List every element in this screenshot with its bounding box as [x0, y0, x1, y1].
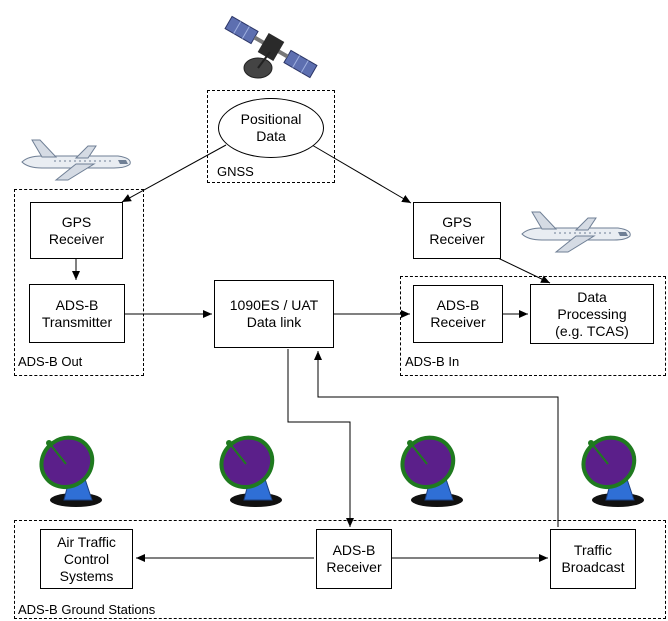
group-gnss-label: GNSS	[217, 164, 254, 179]
node-data-processing: Data Processing (e.g. TCAS)	[530, 284, 654, 344]
group-ground-stations-label: ADS-B Ground Stations	[18, 602, 156, 617]
radar-dish-icon	[39, 435, 102, 507]
group-adsb-in	[400, 276, 666, 376]
airplane-icon	[521, 211, 631, 253]
group-gnss	[207, 90, 335, 183]
airplane-icon	[21, 139, 131, 181]
group-adsb-in-label: ADS-B In	[405, 354, 460, 369]
group-adsb-out	[14, 189, 144, 376]
radar-dish-icon	[400, 435, 463, 507]
node-adsb-receiver-in: ADS-B Receiver	[413, 285, 503, 343]
radar-dish-icon	[581, 435, 644, 507]
node-gps-receiver-in: GPS Receiver	[413, 202, 501, 259]
arrow-broadcast-to-datalink	[314, 351, 559, 527]
node-traffic-broadcast: Traffic Broadcast	[550, 529, 636, 589]
radar-dish-icon	[219, 435, 282, 507]
group-ground-stations	[14, 520, 666, 619]
node-positional-data: Positional Data	[218, 98, 324, 158]
node-adsb-transmitter: ADS-B Transmitter	[29, 284, 125, 343]
arrow-gnss-to-gps-out	[121, 144, 227, 203]
arrow-gps-in-to-processing	[497, 257, 551, 284]
arrow-datalink-to-ground-receiver	[287, 349, 354, 527]
satellite-icon	[224, 15, 318, 79]
arrow-gnss-to-gps-in	[311, 144, 412, 204]
node-air-traffic-control: Air Traffic Control Systems	[40, 529, 133, 589]
group-adsb-out-label: ADS-B Out	[18, 354, 83, 369]
node-adsb-receiver-ground: ADS-B Receiver	[316, 529, 392, 589]
node-gps-receiver-out: GPS Receiver	[30, 202, 123, 259]
node-datalink: 1090ES / UAT Data link	[214, 280, 334, 348]
